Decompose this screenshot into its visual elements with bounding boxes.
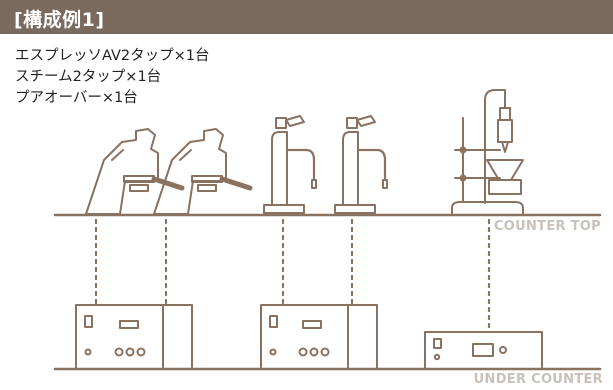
page-title: [構成例1] — [14, 9, 105, 31]
header-bar: [構成例1] — [0, 0, 613, 34]
steam-tap-2-icon — [334, 115, 388, 214]
under-counter-label: UNDER COUNTER — [473, 372, 603, 387]
boiler-unit-2-icon — [260, 304, 378, 370]
espresso-tap-1-icon — [85, 128, 185, 215]
config-item-pourover: プアオーバー×1台 — [15, 90, 138, 106]
boiler-unit-1-icon — [75, 304, 193, 370]
connector-lines — [94, 218, 491, 334]
steam-tap-1-icon — [263, 115, 317, 214]
counter-top-label: COUNTER TOP — [493, 219, 601, 234]
pour-over-icon — [451, 89, 524, 215]
pour-over-controller-icon — [424, 331, 543, 370]
configuration-list: エスプレッソAV2タップ×1台 スチーム2タップ×1台 プアオーバー×1台 — [15, 46, 210, 109]
espresso-tap-2-icon — [153, 128, 253, 215]
config-item-espresso: エスプレッソAV2タップ×1台 — [15, 48, 210, 64]
config-item-steam: スチーム2タップ×1台 — [15, 69, 162, 85]
